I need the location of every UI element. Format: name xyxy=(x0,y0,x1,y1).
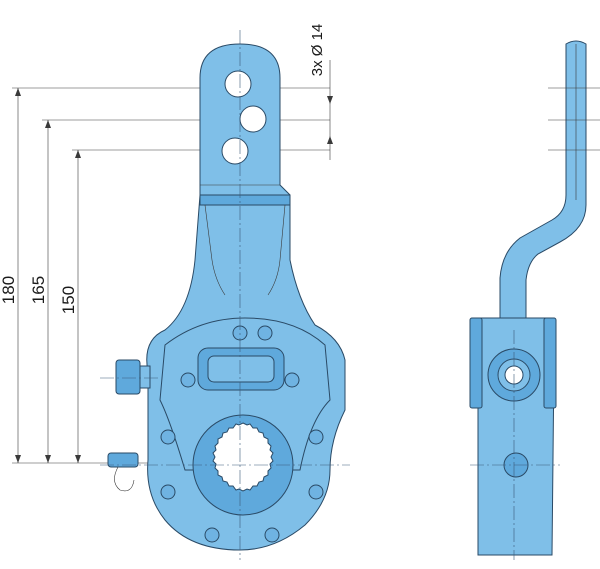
bolt-9 xyxy=(204,527,220,543)
neck-plate xyxy=(199,194,291,206)
hole-callout-arrow-2 xyxy=(327,136,333,144)
arrow-165-top xyxy=(45,120,51,128)
hole-1 xyxy=(224,70,252,98)
hole-callout-arrow-1 xyxy=(327,96,333,104)
dimension-lines: 180 165 150 3x Ø 14 xyxy=(0,24,333,464)
arrow-180-bottom xyxy=(15,455,21,463)
spline-bore xyxy=(212,422,274,492)
side-view xyxy=(469,40,600,560)
bolt-4 xyxy=(257,325,273,341)
grease-nipple-ring xyxy=(114,466,135,492)
side-arm xyxy=(499,40,587,319)
arrow-180-top xyxy=(15,88,21,96)
bolt-10 xyxy=(264,527,280,543)
bolt-5 xyxy=(160,429,176,445)
bolt-8 xyxy=(308,484,324,500)
arm-contour-right xyxy=(267,204,286,296)
arrow-150-top xyxy=(75,150,81,158)
bolt-7 xyxy=(160,484,176,500)
bolt-6 xyxy=(308,429,324,445)
dimension-label-165: 165 xyxy=(29,276,48,304)
hole-callout-label: 3x Ø 14 xyxy=(309,24,326,77)
bolt-1 xyxy=(180,372,196,388)
grease-nipple xyxy=(107,452,139,468)
arrow-165-bottom xyxy=(45,455,51,463)
side-flange-left xyxy=(469,317,483,409)
dimension-label-150: 150 xyxy=(59,286,78,314)
arm-contour-left xyxy=(204,204,226,296)
adjuster-nut xyxy=(115,359,141,395)
worm-cover-inner xyxy=(207,355,275,383)
adjuster-shaft xyxy=(139,365,151,389)
bolt-2 xyxy=(284,372,300,388)
dimension-label-180: 180 xyxy=(0,276,18,304)
front-view xyxy=(100,30,350,560)
side-flange-right xyxy=(543,317,557,409)
hole-2 xyxy=(239,105,267,133)
hole-3 xyxy=(221,137,249,165)
arrow-150-bottom xyxy=(75,455,81,463)
